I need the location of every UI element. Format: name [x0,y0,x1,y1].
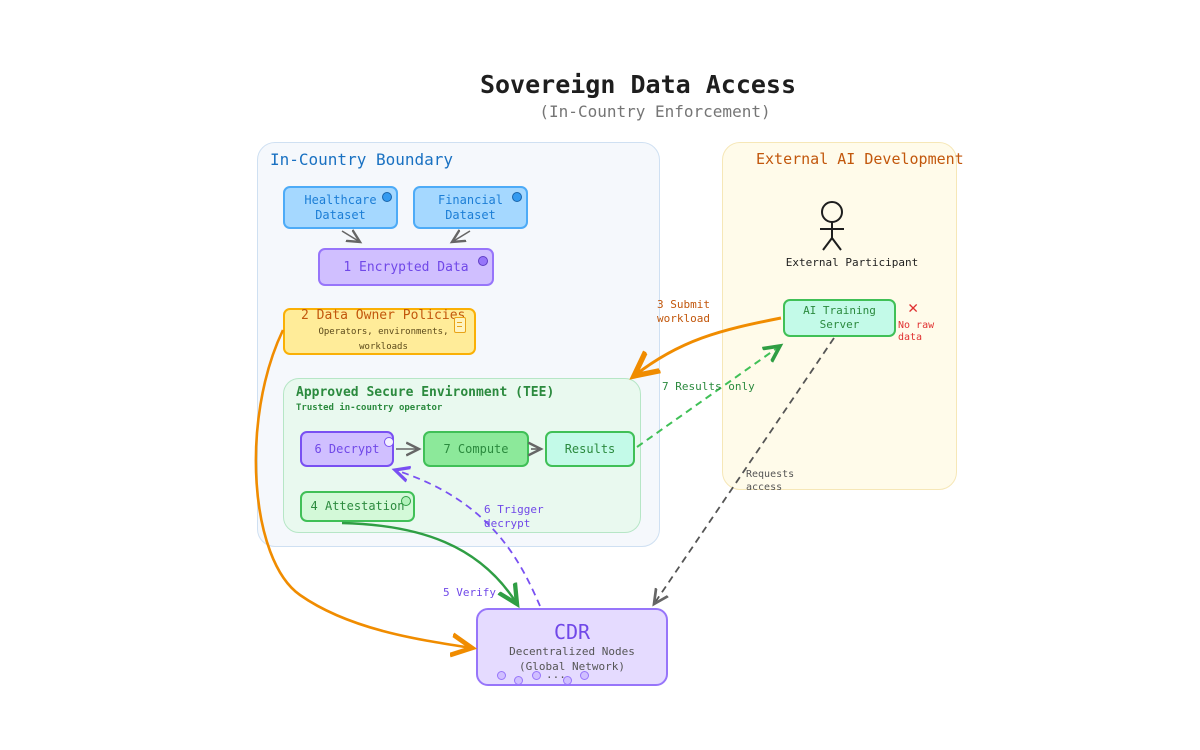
cdr-node: CDR Decentralized Nodes (Global Network) [476,608,668,686]
no-raw-line2: data [898,332,923,343]
verify-label: 5 Verify [443,586,496,599]
cdr-node-dot-1 [497,671,506,680]
in-country-boundary-label: In-Country Boundary [270,150,454,169]
cdr-node-dot-3 [532,671,541,680]
results-label: Results [564,441,616,456]
compute-label: 7 Compute [443,441,509,456]
cdr-sub1: Decentralized Nodes [509,645,635,658]
cdr-node-dot-4 [563,676,572,685]
no-raw-line1: No raw [898,320,935,331]
attestation-node: 4 Attestation [300,491,415,522]
decrypt-node: 6 Decrypt [300,431,394,467]
financial-line2: Dataset [445,207,496,222]
healthcare-line2: Dataset [315,207,366,222]
document-icon [454,317,466,333]
diagram-title: Sovereign Data Access [479,70,797,99]
external-ai-development-label: External AI Development [756,150,964,168]
requests-line1: Requests [746,469,795,480]
trigger-line2: decrypt [484,517,531,530]
external-participant-label: External Participant [785,256,919,269]
financial-dot [512,192,522,202]
encrypted-data-label: 1 Encrypted Data [343,259,469,275]
x-mark-icon: ✕ [908,298,919,318]
trigger-decrypt-label: 6 Trigger decrypt [484,503,544,531]
healthcare-dataset-node: Healthcare Dataset [283,186,398,229]
cdr-title: CDR [553,620,591,644]
tee-label: Approved Secure Environment (TEE) [296,385,555,400]
compute-node: 7 Compute [423,431,529,467]
results-node: Results [545,431,635,467]
decrypt-dot [384,437,394,447]
healthcare-dot [382,192,392,202]
attestation-label: 4 Attestation [310,499,405,513]
cdr-node-dot-2 [514,676,523,685]
results-only-label: 7 Results only [662,380,755,393]
financial-dataset-node: Financial Dataset [413,186,528,229]
cdr-sub2: (Global Network) [519,660,625,673]
ai-server-line2: Server [819,318,860,331]
data-owner-policies-node: 2 Data Owner Policies Operators, environ… [283,308,476,355]
tee-sublabel: Trusted in-country operator [296,403,443,413]
submit-line2: workload [657,312,710,325]
requests-line2: access [746,482,783,493]
policies-label: 2 Data Owner Policies [301,308,466,323]
ai-server-line1: AI Training [803,304,876,317]
encrypted-dot [478,256,488,266]
cdr-node-dot-5 [580,671,589,680]
decrypt-label: 6 Decrypt [314,441,380,456]
policies-sub: Operators, environments, workloads [318,327,449,352]
healthcare-line1: Healthcare [304,192,377,207]
financial-line1: Financial [437,192,504,207]
ai-training-server-node: AI Training Server [783,299,896,337]
encrypted-data-node: 1 Encrypted Data [318,248,494,286]
requests-access-label: Requests access [746,468,794,494]
cdr-ellipsis: ... [546,668,566,681]
attestation-dot [401,496,411,506]
submit-line1: 3 Submit [657,298,710,311]
diagram-subtitle: (In-Country Enforcement) [539,102,771,121]
no-raw-data-label: No raw data [898,320,934,344]
trigger-line1: 6 Trigger [484,503,544,516]
submit-workload-label: 3 Submit workload [657,298,710,326]
